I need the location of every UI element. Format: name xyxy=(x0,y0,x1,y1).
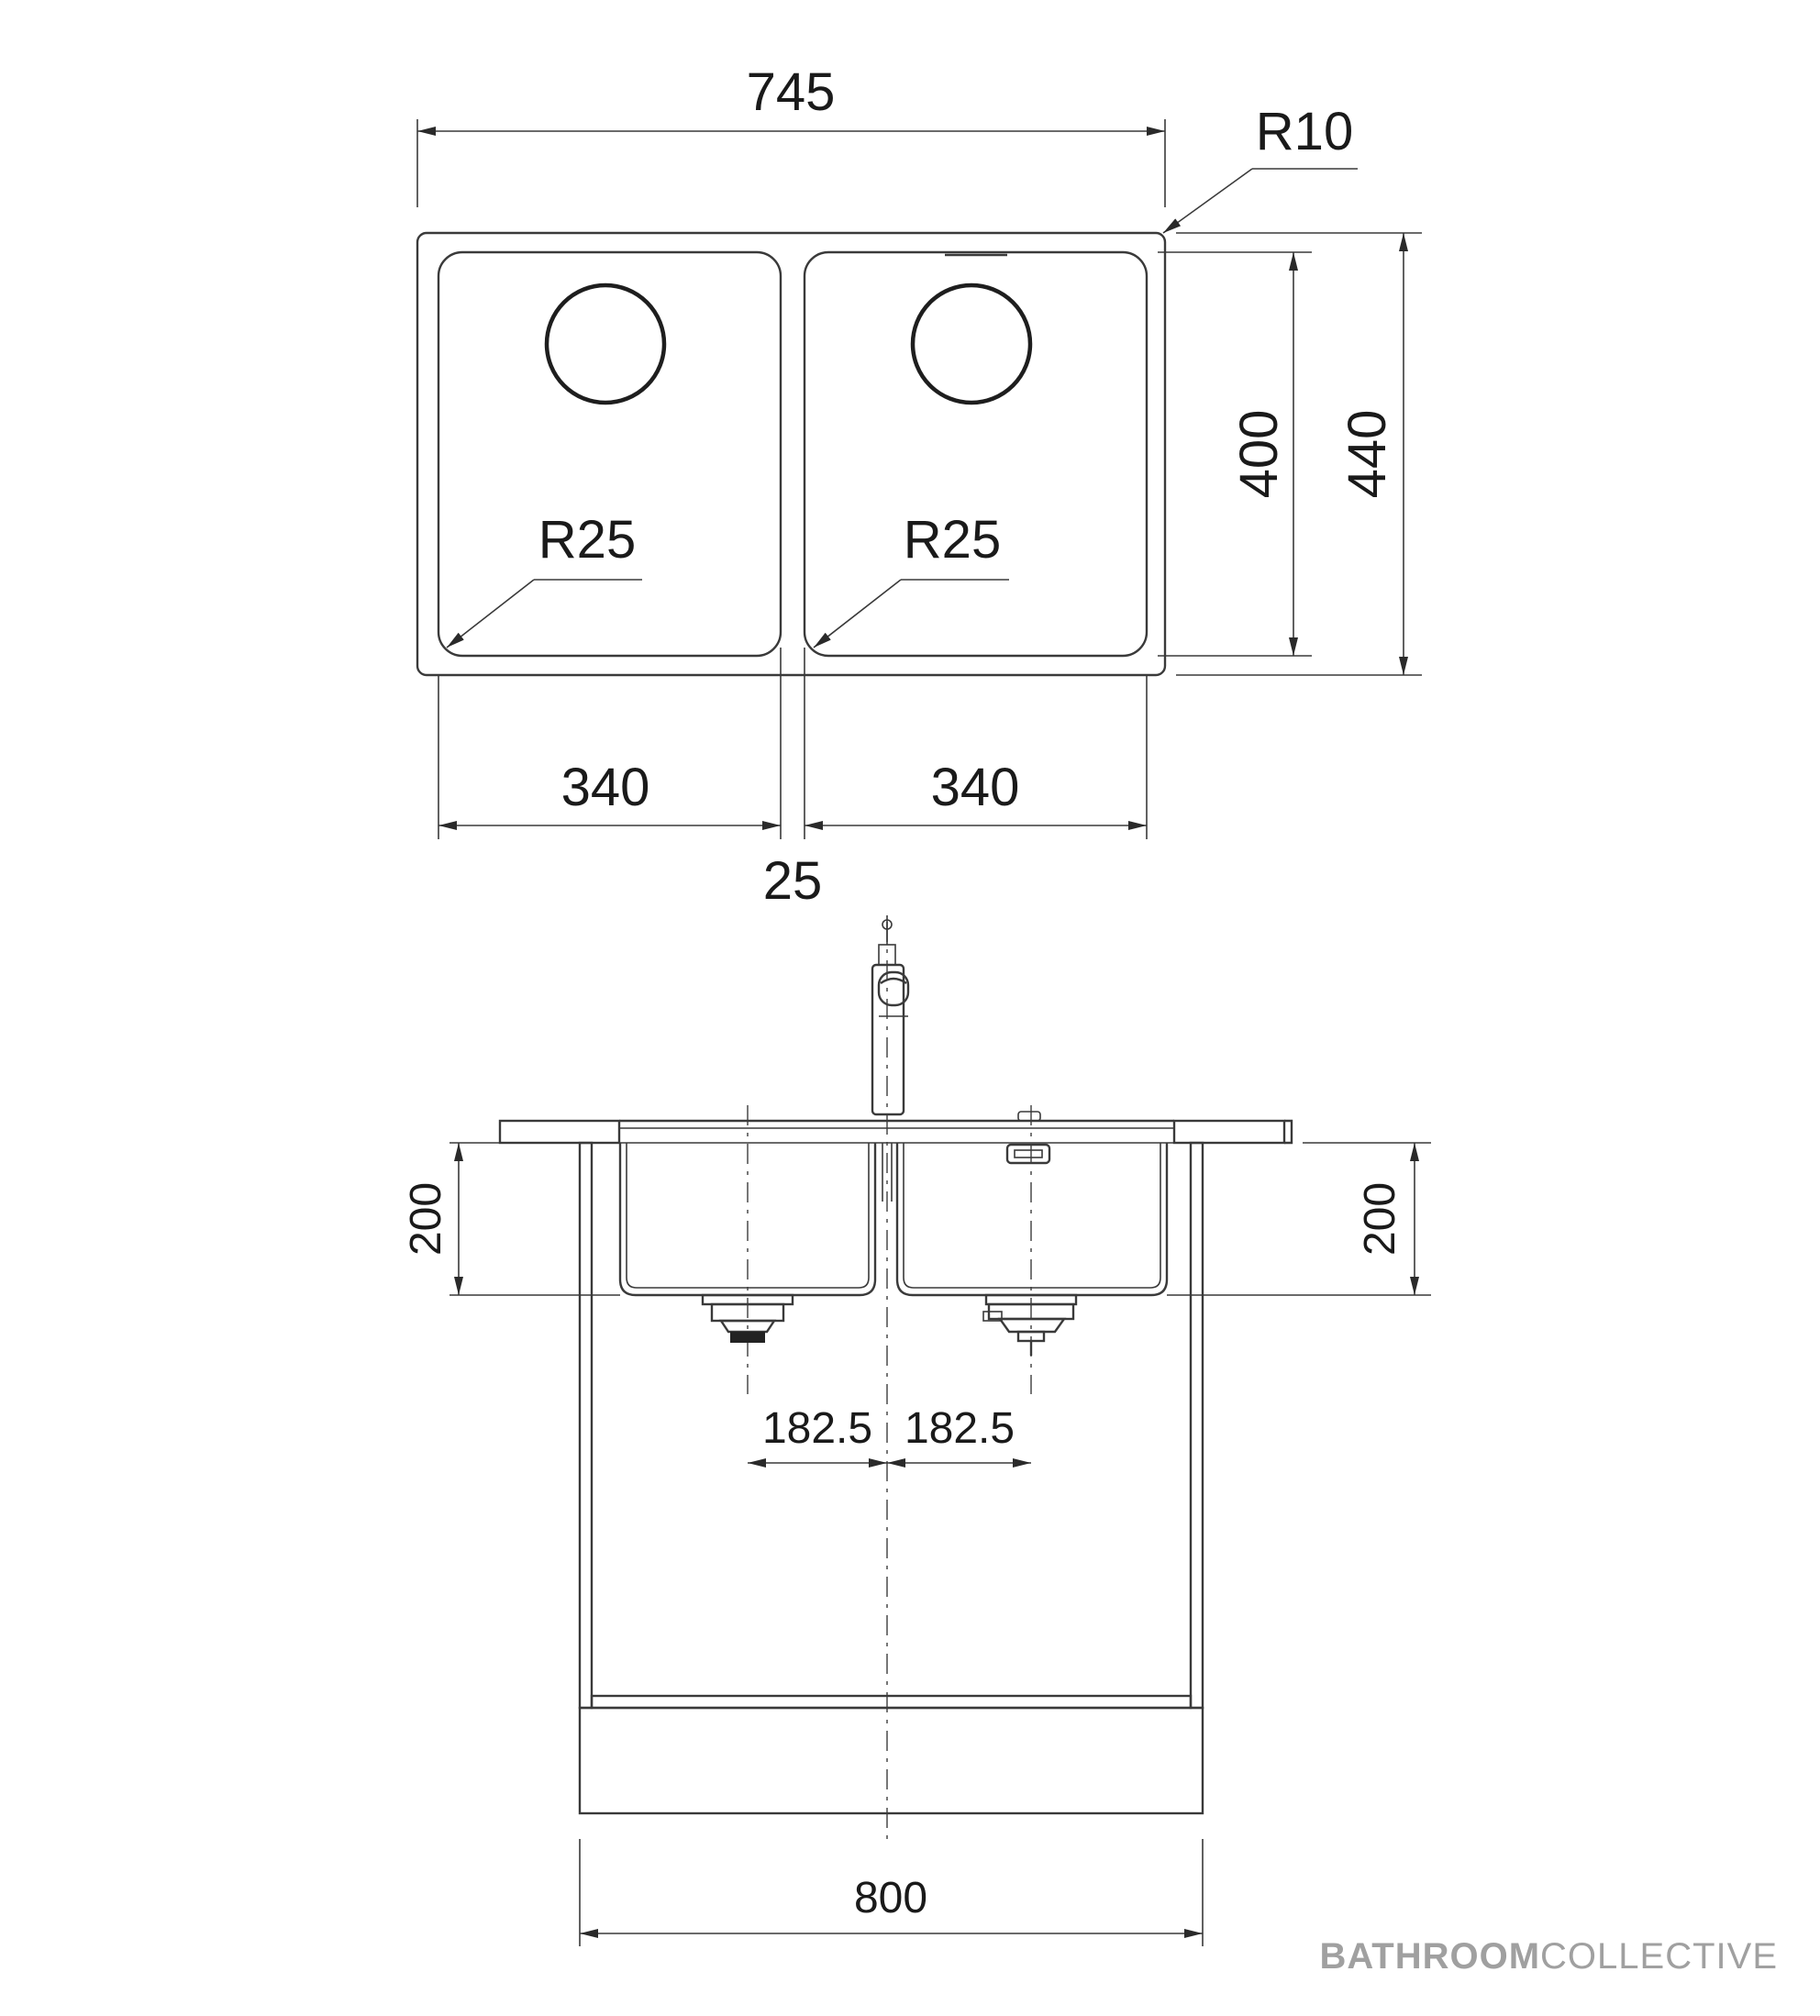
top-view: 745 R10 R25 R25 400 440 340 340 xyxy=(416,62,1422,911)
countertop-left xyxy=(498,1119,621,1145)
dim-overall-width: 745 xyxy=(747,62,836,122)
cabinet-wall-right xyxy=(1189,1141,1204,1710)
dim-depth-right: 200 xyxy=(1356,1182,1404,1256)
bowl-right xyxy=(803,250,1149,658)
drain-fitting-right-icon xyxy=(982,1293,1078,1356)
dim-drain-offset-right: 182.5 xyxy=(904,1404,1015,1453)
brand-bold: BATHROOM xyxy=(1319,1936,1541,1977)
bowl-left xyxy=(437,250,782,658)
button-icon xyxy=(1017,1111,1041,1122)
dim-inner-height: 400 xyxy=(1229,410,1289,499)
dim-cabinet-width: 800 xyxy=(854,1874,927,1922)
bowl-right-profile xyxy=(895,1143,1169,1297)
brand-logo: BATHROOMCOLLECTIVE xyxy=(1319,1936,1778,1977)
dim-corner-radius: R10 xyxy=(1256,102,1353,161)
drain-left-icon xyxy=(544,282,667,405)
countertop-right xyxy=(1172,1119,1286,1145)
brand-light: COLLECTIVE xyxy=(1540,1936,1778,1977)
dim-divider-width: 25 xyxy=(763,851,823,911)
cabinet-wall-left xyxy=(578,1141,594,1710)
dim-bowl-right-radius: R25 xyxy=(904,510,1001,570)
drain-right-icon xyxy=(910,282,1033,405)
sink-outline xyxy=(416,231,1167,677)
cabinet-shelf xyxy=(590,1694,1193,1710)
dim-overall-height: 440 xyxy=(1337,410,1397,499)
side-view: 200 200 182.5 182.5 800 xyxy=(402,915,1431,1946)
dim-bowl-left-radius: R25 xyxy=(538,510,636,570)
leader-arrow xyxy=(813,579,902,648)
bowl-left-inner xyxy=(626,1143,870,1289)
leader-arrow xyxy=(1162,168,1253,234)
dim-bowl-right-width: 340 xyxy=(931,758,1020,817)
leader-arrow xyxy=(446,579,535,648)
countertop-edge xyxy=(1284,1119,1293,1145)
drain-fitting-left-icon xyxy=(701,1293,794,1343)
bowl-right-inner xyxy=(903,1143,1161,1289)
dim-drain-offset-left: 182.5 xyxy=(762,1404,872,1453)
faucet-icon xyxy=(871,915,910,1116)
overflow-icon xyxy=(1005,1143,1051,1165)
dim-depth-left: 200 xyxy=(402,1182,450,1256)
cabinet-plinth xyxy=(578,1706,1204,1815)
dim-bowl-left-width: 340 xyxy=(561,758,650,817)
